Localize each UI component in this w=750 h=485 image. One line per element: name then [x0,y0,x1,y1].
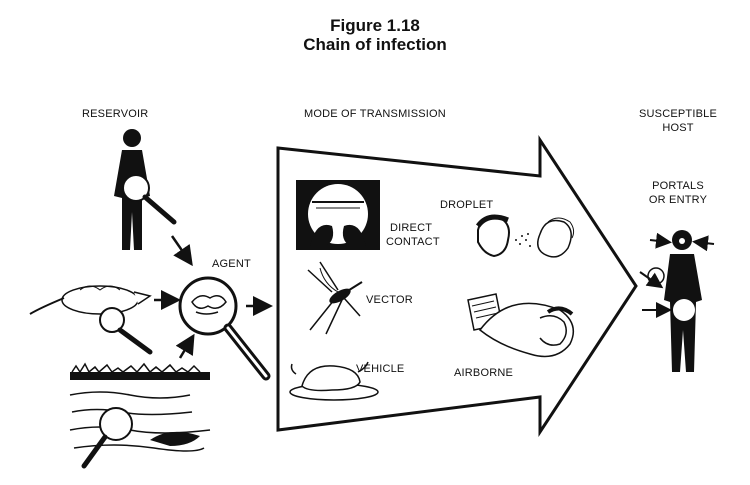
portal-arrow-3 [639,271,664,289]
droplet-label: DROPLET [440,199,494,211]
vector-label: VECTOR [366,294,413,306]
reservoir-label: RESERVOIR [82,108,149,120]
agent-label: AGENT [212,258,251,270]
reservoir-to-agent-arrow-3 [175,333,195,359]
susceptible-host-label-line1: SUSCEPTIBLE [638,108,717,120]
portals-label-line1: PORTALS [652,180,704,192]
direct-contact-icon [296,180,380,250]
reservoir-water-icon [69,362,211,469]
figure-title: Chain of infection [303,35,447,54]
airborne-icon [467,293,575,358]
agent-magnifier-icon [178,276,271,381]
vehicle-label: VEHICLE [356,363,405,375]
direct-contact-label-line1: DIRECT [390,222,433,234]
portals-label-line2: OR ENTRY [648,194,708,206]
portal-arrow-1 [649,232,672,249]
susceptible-host-label-line2: HOST [662,122,694,134]
droplet-icon [475,214,575,258]
portal-arrow-2 [692,235,715,252]
mode-of-transmission-label: MODE OF TRANSMISSION [304,108,446,120]
susceptible-host-icon [647,230,702,372]
reservoir-to-agent-arrow-1 [170,235,193,267]
reservoir-human-icon [114,129,177,250]
vehicle-icon [289,361,379,401]
direct-contact-label-line2: CONTACT [386,236,440,248]
figure-number: Figure 1.18 [330,16,420,35]
reservoir-animal-icon [29,285,153,355]
airborne-label: AIRBORNE [454,367,514,379]
vector-icon [307,261,363,335]
